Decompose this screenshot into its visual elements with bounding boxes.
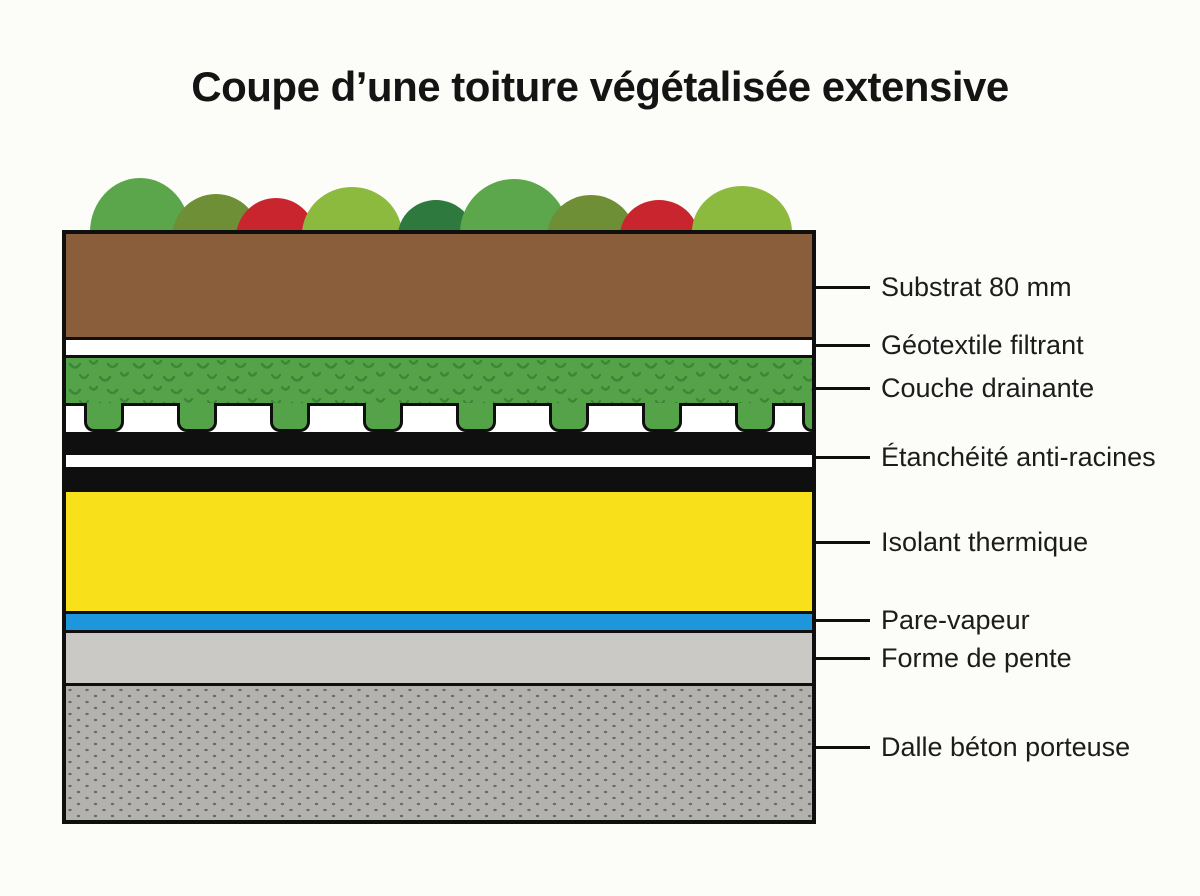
- layer-label: Couche drainante: [881, 372, 1095, 403]
- drainage-foot: [270, 403, 310, 432]
- leader-line: [816, 745, 870, 749]
- drainage-foot: [84, 403, 124, 432]
- label-row-couche-drainante: Couche drainante: [816, 368, 1094, 408]
- leader-line: [816, 618, 870, 622]
- layer-dalle-beton: [66, 686, 812, 820]
- drainage-foot: [363, 403, 403, 432]
- layer-label: Étanchéité anti-racines: [881, 441, 1156, 472]
- layer-label: Dalle béton porteuse: [881, 731, 1131, 762]
- drainage-foot: [177, 403, 217, 432]
- leader-line: [816, 540, 870, 544]
- label-row-substrat: Substrat 80 mm: [816, 267, 1072, 307]
- leader-line: [816, 343, 870, 347]
- drainage-foot: [642, 403, 682, 432]
- layer-couche-drainante: [66, 358, 812, 406]
- drainage-foot: [456, 403, 496, 432]
- layer-etancheite-gap: [66, 455, 812, 467]
- layer-label: Isolant thermique: [881, 526, 1089, 557]
- layer-label: Géotextile filtrant: [881, 329, 1084, 360]
- layer-pare-vapeur: [66, 614, 812, 633]
- label-row-forme-de-pente: Forme de pente: [816, 638, 1072, 678]
- label-row-isolant: Isolant thermique: [816, 522, 1088, 562]
- page-title: Coupe d’une toiture végétalisée extensiv…: [191, 63, 1009, 110]
- layer-substrat: [66, 234, 812, 340]
- layer-etancheite-top: [66, 432, 812, 455]
- label-row-pare-vapeur: Pare-vapeur: [816, 600, 1030, 640]
- layer-etancheite-bottom: [66, 467, 812, 492]
- label-row-etancheite: Étanchéité anti-racines: [816, 437, 1156, 477]
- cross-section-box: [62, 230, 816, 824]
- layer-geotextile: [66, 340, 812, 358]
- layer-label: Substrat 80 mm: [881, 271, 1072, 302]
- leader-line: [816, 455, 870, 459]
- label-row-geotextile: Géotextile filtrant: [816, 325, 1084, 365]
- drainage-feet-zone: [66, 403, 812, 432]
- drainage-foot: [802, 403, 812, 432]
- drainage-foot: [549, 403, 589, 432]
- drainage-texture: [66, 358, 812, 403]
- layer-isolant: [66, 492, 812, 614]
- drainage-foot: [735, 403, 775, 432]
- layer-forme-de-pente: [66, 633, 812, 686]
- leader-line: [816, 285, 870, 289]
- layer-label: Forme de pente: [881, 642, 1072, 673]
- leader-line: [816, 656, 870, 660]
- label-row-dalle-beton: Dalle béton porteuse: [816, 727, 1130, 767]
- leader-line: [816, 386, 870, 390]
- layer-label: Pare-vapeur: [881, 604, 1030, 635]
